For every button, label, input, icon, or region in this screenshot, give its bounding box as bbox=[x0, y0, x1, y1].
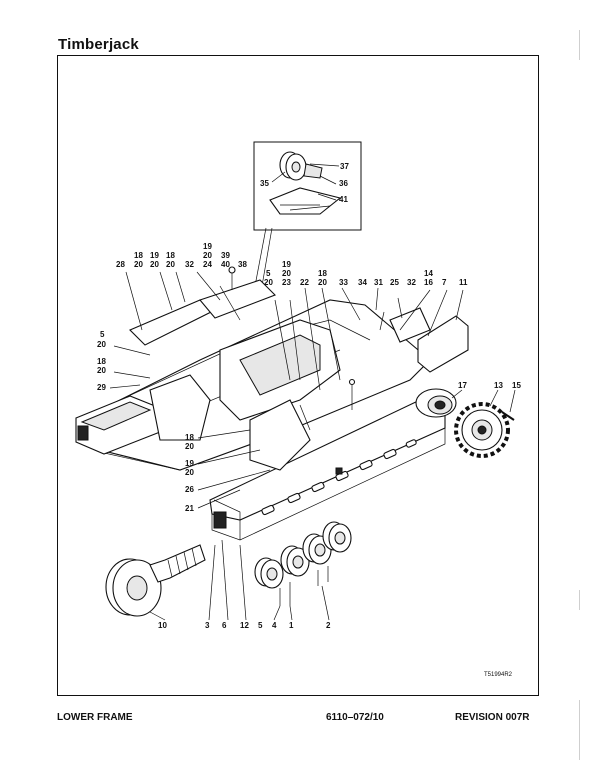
callout-19: 19 bbox=[282, 260, 291, 269]
front-idler bbox=[105, 544, 206, 617]
sprocket bbox=[454, 402, 515, 458]
main-frame bbox=[75, 266, 469, 541]
callout-28: 28 bbox=[116, 260, 125, 269]
callout-5: 5 bbox=[266, 269, 271, 278]
callout-22: 22 bbox=[300, 278, 309, 287]
callout-39: 39 bbox=[221, 251, 230, 260]
callout-11: 11 bbox=[459, 278, 468, 287]
callout-29: 29 bbox=[97, 383, 106, 392]
scan-mark bbox=[579, 700, 580, 760]
callout-16: 16 bbox=[424, 278, 433, 287]
callout-13: 13 bbox=[494, 381, 503, 390]
callout-23: 23 bbox=[282, 278, 291, 287]
scan-mark bbox=[579, 30, 580, 60]
footer-title: LOWER FRAME bbox=[57, 712, 133, 723]
footer-doc-number: 6110–072/10 bbox=[326, 712, 384, 723]
callout-20: 20 bbox=[97, 340, 106, 349]
callout-3: 3 bbox=[205, 621, 210, 630]
detail-inset bbox=[253, 141, 362, 231]
callout-19: 19 bbox=[185, 459, 194, 468]
callout-17: 17 bbox=[458, 381, 467, 390]
callout-26: 26 bbox=[185, 485, 194, 494]
callout-20: 20 bbox=[282, 269, 291, 278]
callout-31: 31 bbox=[374, 278, 383, 287]
callout-36: 36 bbox=[339, 179, 348, 188]
callout-1: 1 bbox=[289, 621, 294, 630]
callout-15: 15 bbox=[512, 381, 521, 390]
callout-5: 5 bbox=[258, 621, 263, 630]
callout-18: 18 bbox=[318, 269, 327, 278]
callout-20: 20 bbox=[166, 260, 175, 269]
callout-32: 32 bbox=[407, 278, 416, 287]
callout-20: 20 bbox=[185, 442, 194, 451]
callout-19: 19 bbox=[203, 242, 212, 251]
callout-20: 20 bbox=[264, 278, 273, 287]
callout-20: 20 bbox=[97, 366, 106, 375]
track-rollers bbox=[254, 521, 352, 606]
figure-id: T51994R2 bbox=[484, 672, 513, 678]
callout-33: 33 bbox=[339, 278, 348, 287]
brand-title: Timberjack bbox=[58, 36, 139, 53]
callout-12: 12 bbox=[240, 621, 249, 630]
callout-38: 38 bbox=[238, 260, 247, 269]
callout-19: 19 bbox=[150, 251, 159, 260]
callout-10: 10 bbox=[158, 621, 167, 630]
callout-18: 18 bbox=[97, 357, 106, 366]
callout-20: 20 bbox=[185, 468, 194, 477]
callout-5: 5 bbox=[100, 330, 105, 339]
callout-2: 2 bbox=[326, 621, 331, 630]
callout-20: 20 bbox=[318, 278, 327, 287]
callout-40: 40 bbox=[221, 260, 230, 269]
callout-4: 4 bbox=[272, 621, 277, 630]
callout-41: 41 bbox=[339, 195, 348, 204]
callout-24: 24 bbox=[203, 260, 212, 269]
callout-20: 20 bbox=[134, 260, 143, 269]
scan-mark bbox=[579, 590, 580, 610]
callout-labels: 37 35 36 41 19 20 39 40 38 18 19 18 28 2… bbox=[97, 162, 521, 630]
callout-14: 14 bbox=[424, 269, 433, 278]
callout-18: 18 bbox=[166, 251, 175, 260]
callout-35: 35 bbox=[260, 179, 269, 188]
callout-7: 7 bbox=[442, 278, 447, 287]
callout-34: 34 bbox=[358, 278, 367, 287]
callout-21: 21 bbox=[185, 504, 194, 513]
callout-25: 25 bbox=[390, 278, 399, 287]
leader-lines bbox=[109, 163, 516, 621]
footer-revision: REVISION 007R bbox=[455, 712, 530, 723]
callout-27: 32 bbox=[185, 260, 194, 269]
figure-frame bbox=[57, 55, 539, 696]
callout-6: 6 bbox=[222, 621, 227, 630]
callout-20: 20 bbox=[150, 260, 159, 269]
inset-roller bbox=[254, 151, 342, 287]
callout-37: 37 bbox=[340, 162, 349, 171]
callout-18: 18 bbox=[134, 251, 143, 260]
callout-18: 18 bbox=[185, 433, 194, 442]
callout-20: 20 bbox=[203, 251, 212, 260]
